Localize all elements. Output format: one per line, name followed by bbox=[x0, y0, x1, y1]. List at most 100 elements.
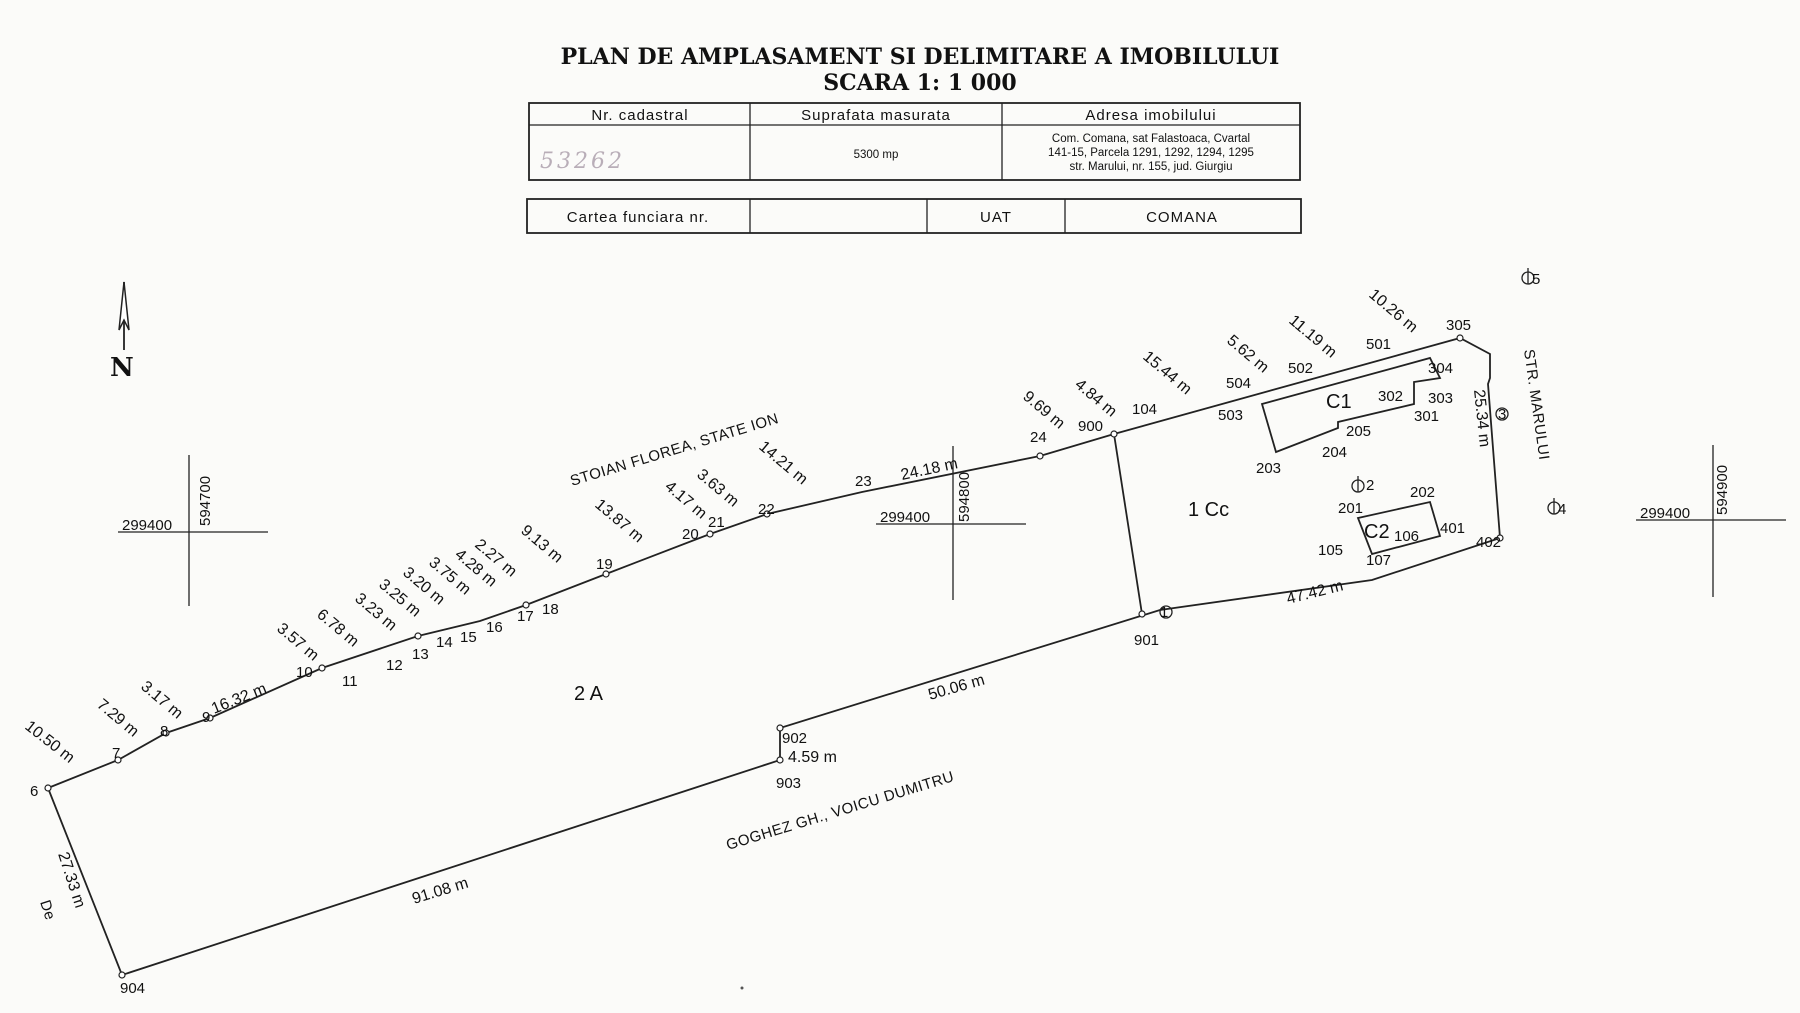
table-border bbox=[528, 102, 1301, 181]
point-9: 9 bbox=[202, 709, 210, 726]
dim-6-78: 6.78 m bbox=[313, 606, 361, 650]
table-border bbox=[526, 198, 1302, 234]
parcel-2-a: 2 A bbox=[574, 683, 604, 705]
grid-y-label: 594800 bbox=[956, 472, 973, 522]
dim-10-26: 10.26 m bbox=[1365, 286, 1420, 336]
de-label: De bbox=[36, 898, 58, 922]
point-22: 22 bbox=[758, 501, 775, 518]
point-12: 12 bbox=[386, 657, 403, 674]
svg-text:3: 3 bbox=[1498, 406, 1506, 423]
point-21: 21 bbox=[708, 514, 725, 531]
point-104: 104 bbox=[1132, 401, 1157, 418]
uat-value: COMANA bbox=[1146, 209, 1218, 226]
point-13: 13 bbox=[412, 646, 429, 663]
dim-5-62: 5.62 m bbox=[1223, 332, 1271, 376]
point-305: 305 bbox=[1446, 317, 1471, 334]
dim-11-19: 11.19 m bbox=[1285, 312, 1339, 361]
point-16: 16 bbox=[486, 619, 503, 636]
svg-text:4: 4 bbox=[1558, 501, 1566, 518]
dim-3-57: 3.57 m bbox=[273, 620, 321, 664]
point-105: 105 bbox=[1318, 542, 1343, 559]
point-902: 902 bbox=[782, 730, 807, 747]
header-suprafata: Suprafata masurata bbox=[801, 107, 951, 124]
grid-y-label: 594700 bbox=[197, 476, 214, 526]
point-107: 107 bbox=[1366, 552, 1391, 569]
dimension-labels: 10.50 m 7.29 m 3.17 m 16.32 m 3.57 m 6.7… bbox=[22, 286, 1493, 910]
point-900: 900 bbox=[1078, 418, 1103, 435]
plan-scale: SCARA 1: 1 000 bbox=[823, 70, 1016, 96]
north-neighbour-label: STOIAN FLOREA, STATE ION bbox=[568, 410, 781, 490]
grid-cross-left: 299400 594700 bbox=[118, 455, 268, 606]
point-301: 301 bbox=[1414, 408, 1439, 425]
point-18: 18 bbox=[542, 601, 559, 618]
point-401: 401 bbox=[1440, 520, 1465, 537]
dim-4-59: 4.59 m bbox=[788, 749, 837, 766]
marker-2: 2 bbox=[1351, 476, 1374, 494]
parcel-1-cc: 1 Cc bbox=[1188, 499, 1229, 521]
point-23: 23 bbox=[855, 473, 872, 490]
point-202: 202 bbox=[1410, 484, 1435, 501]
south-neighbour-label: GOGHEZ GH., VOICU DUMITRU bbox=[724, 768, 956, 854]
marker-3: 3 bbox=[1495, 406, 1509, 423]
adresa-line-3: str. Marului, nr. 155, jud. Giurgiu bbox=[1070, 161, 1233, 173]
point-7: 7 bbox=[112, 745, 120, 762]
dim-13-87: 13.87 m bbox=[591, 496, 646, 546]
point-205: 205 bbox=[1346, 423, 1371, 440]
point-10: 10 bbox=[296, 664, 313, 681]
suprafata-value: 5300 mp bbox=[854, 149, 899, 161]
svg-text:2: 2 bbox=[1366, 477, 1374, 494]
grid-x-label: 299400 bbox=[122, 517, 172, 534]
point-501: 501 bbox=[1366, 336, 1391, 353]
point-8: 8 bbox=[160, 723, 168, 740]
point-502: 502 bbox=[1288, 360, 1313, 377]
grid-x-label: 299400 bbox=[1640, 505, 1690, 522]
dim-9-69: 9.69 m bbox=[1019, 388, 1067, 432]
grid-y-label: 594900 bbox=[1714, 465, 1731, 515]
header-cadastral: Nr. cadastral bbox=[591, 107, 688, 124]
point-19: 19 bbox=[596, 556, 613, 573]
header-adresa: Adresa imobilului bbox=[1085, 107, 1216, 124]
point-203: 203 bbox=[1256, 460, 1281, 477]
grid-cross-mid: 299400 594800 bbox=[876, 446, 1026, 600]
point-504: 504 bbox=[1226, 375, 1251, 392]
point-labels: 6 7 8 9 10 11 12 13 14 15 16 17 18 19 20… bbox=[30, 317, 1501, 997]
dim-3-17: 3.17 m bbox=[137, 678, 185, 722]
dim-47-42: 47.42 m bbox=[1285, 577, 1345, 607]
point-204: 204 bbox=[1322, 444, 1347, 461]
adresa-line-1: Com. Comana, sat Falastoaca, Cvartal bbox=[1052, 133, 1250, 145]
building-c2 bbox=[1356, 500, 1442, 556]
point-903: 903 bbox=[776, 775, 801, 792]
point-302: 302 bbox=[1378, 388, 1403, 405]
point-901: 901 bbox=[1134, 632, 1159, 649]
point-11: 11 bbox=[342, 673, 358, 690]
dim-91-08: 91.08 m bbox=[410, 875, 470, 908]
point-20: 20 bbox=[682, 526, 699, 543]
point-15: 15 bbox=[460, 629, 477, 646]
dim-25-34: 25.34 m bbox=[1470, 389, 1493, 448]
street-label: STR. MARULUI bbox=[1520, 348, 1552, 461]
dim-7-29: 7.29 m bbox=[93, 696, 141, 740]
point-904: 904 bbox=[120, 980, 145, 997]
dim-4-84: 4.84 m bbox=[1071, 376, 1119, 420]
uat-label: UAT bbox=[980, 209, 1012, 226]
point-503: 503 bbox=[1218, 407, 1243, 424]
dim-16-32: 16.32 m bbox=[209, 680, 269, 717]
building-c1-label: C1 bbox=[1326, 391, 1352, 413]
carte-funciara-label: Cartea funciara nr. bbox=[567, 209, 709, 226]
point-24: 24 bbox=[1030, 429, 1047, 446]
cadastral-number-handwritten: 53262 bbox=[540, 149, 625, 174]
building-c2-label: C2 bbox=[1364, 521, 1390, 543]
north-label: N bbox=[110, 353, 134, 383]
marker-4: 4 bbox=[1547, 498, 1566, 518]
parcel-boundary bbox=[47, 337, 1501, 977]
cadastral-table: Nr. cadastral Suprafata masurata Adresa … bbox=[528, 102, 1301, 181]
building-c1 bbox=[1260, 356, 1442, 454]
dim-15-44: 15.44 m bbox=[1139, 348, 1194, 398]
point-201: 201 bbox=[1338, 500, 1363, 517]
point-17: 17 bbox=[517, 608, 534, 625]
grid-x-label: 299400 bbox=[880, 509, 930, 526]
marker-5: 5 bbox=[1521, 268, 1540, 288]
plan-title: PLAN DE AMPLASAMENT SI DELIMITARE A IMOB… bbox=[561, 44, 1280, 70]
point-14: 14 bbox=[436, 634, 453, 651]
speck bbox=[740, 986, 744, 990]
